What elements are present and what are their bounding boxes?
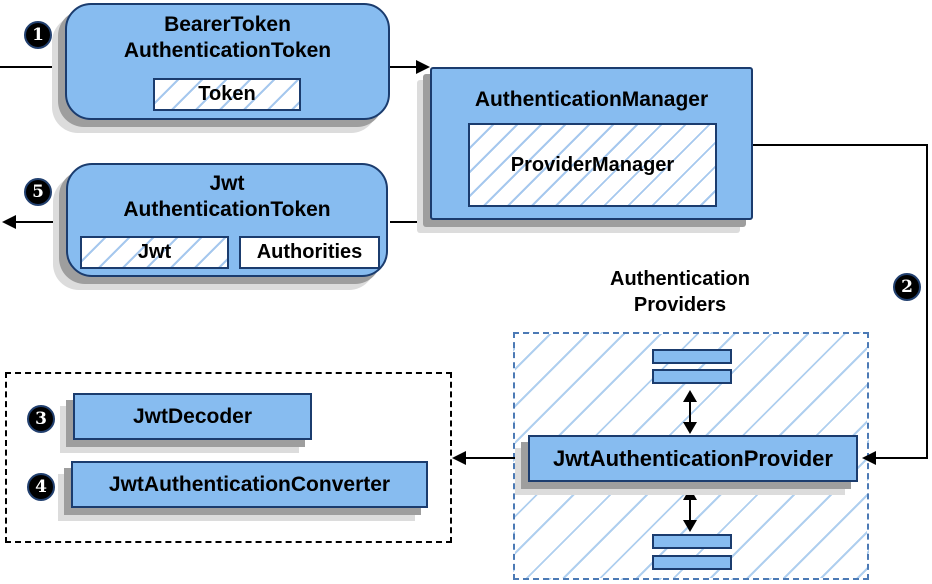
bidirectional-arrow-bottom-down-icon <box>683 520 697 532</box>
jwt-decoder-node: JwtDecoder <box>73 393 312 440</box>
bearer-token-authentication-token-node: BearerToken AuthenticationToken Token <box>65 3 390 120</box>
outgoing-result-line <box>14 221 65 223</box>
step-4-number: 4 <box>35 476 47 497</box>
authentication-providers-group-title: Authentication Providers <box>570 266 790 318</box>
step-2-badge: 2 <box>893 273 921 301</box>
step-1-number: 1 <box>32 24 44 45</box>
jwt-token-title-line1: Jwt <box>209 172 245 195</box>
provider-manager-field: ProviderManager <box>468 123 717 207</box>
manager-to-provider-arrowhead-icon <box>862 451 876 465</box>
jwt-authentication-token-node: Jwt AuthenticationToken Jwt Authorities <box>66 163 388 277</box>
incoming-request-line <box>0 66 65 68</box>
authorities-field: Authorities <box>239 236 380 269</box>
step-3-badge: 3 <box>27 405 55 433</box>
providers-title-line2: Providers <box>633 294 727 316</box>
manager-to-jwt-token-line <box>390 221 433 223</box>
other-provider-bar <box>652 534 732 549</box>
manager-to-provider-line-bottom <box>876 457 928 459</box>
jwt-authentication-converter-node: JwtAuthenticationConverter <box>71 461 428 508</box>
authentication-manager-title: AuthenticationManager <box>474 88 709 111</box>
bearer-token-title-line2: AuthenticationToken <box>123 39 332 62</box>
step-4-badge: 4 <box>27 473 55 501</box>
other-provider-bar <box>652 349 732 364</box>
step-5-number: 5 <box>32 181 44 202</box>
provider-to-collaborators-line <box>466 457 528 459</box>
jwt-authentication-provider-node: JwtAuthenticationProvider <box>528 435 858 482</box>
manager-to-provider-line-right <box>926 144 928 458</box>
step-1-badge: 1 <box>24 21 52 49</box>
providers-title-line1: Authentication <box>610 268 750 290</box>
bearer-token-title-line1: BearerToken <box>164 13 291 36</box>
step-3-number: 3 <box>35 408 47 429</box>
bearer-to-manager-line <box>390 66 417 68</box>
bidirectional-arrow-bottom-line <box>689 497 691 523</box>
provider-manager-label: ProviderManager <box>510 153 675 176</box>
jwt-decoder-title: JwtDecoder <box>132 404 253 428</box>
jwt-field-label: Jwt <box>137 241 172 263</box>
step-2-number: 2 <box>901 276 913 297</box>
bidirectional-arrow-top-down-icon <box>683 422 697 434</box>
other-provider-bar <box>652 555 732 570</box>
jwt-field: Jwt <box>80 236 229 269</box>
outgoing-result-arrowhead-icon <box>2 215 16 229</box>
token-field: Token <box>153 78 301 111</box>
bearer-to-manager-arrowhead-icon <box>416 60 430 74</box>
other-provider-bar <box>652 369 732 384</box>
bidirectional-arrow-top-line <box>689 399 691 425</box>
bidirectional-arrow-top-up-icon <box>683 390 697 402</box>
jwt-token-title-line2: AuthenticationToken <box>123 198 331 221</box>
jwt-authentication-converter-title: JwtAuthenticationConverter <box>108 472 391 496</box>
manager-to-provider-line-top <box>753 144 928 146</box>
step-5-badge: 5 <box>24 178 52 206</box>
token-field-label: Token <box>198 83 256 105</box>
jwt-authentication-provider-title: JwtAuthenticationProvider <box>553 445 833 471</box>
bidirectional-arrow-bottom-up-icon <box>683 488 697 500</box>
authentication-manager-node: AuthenticationManager ProviderManager <box>430 67 753 220</box>
provider-to-collaborators-arrowhead-icon <box>452 451 466 465</box>
decoder-converter-group-box <box>5 372 452 543</box>
authorities-field-label: Authorities <box>256 241 363 263</box>
